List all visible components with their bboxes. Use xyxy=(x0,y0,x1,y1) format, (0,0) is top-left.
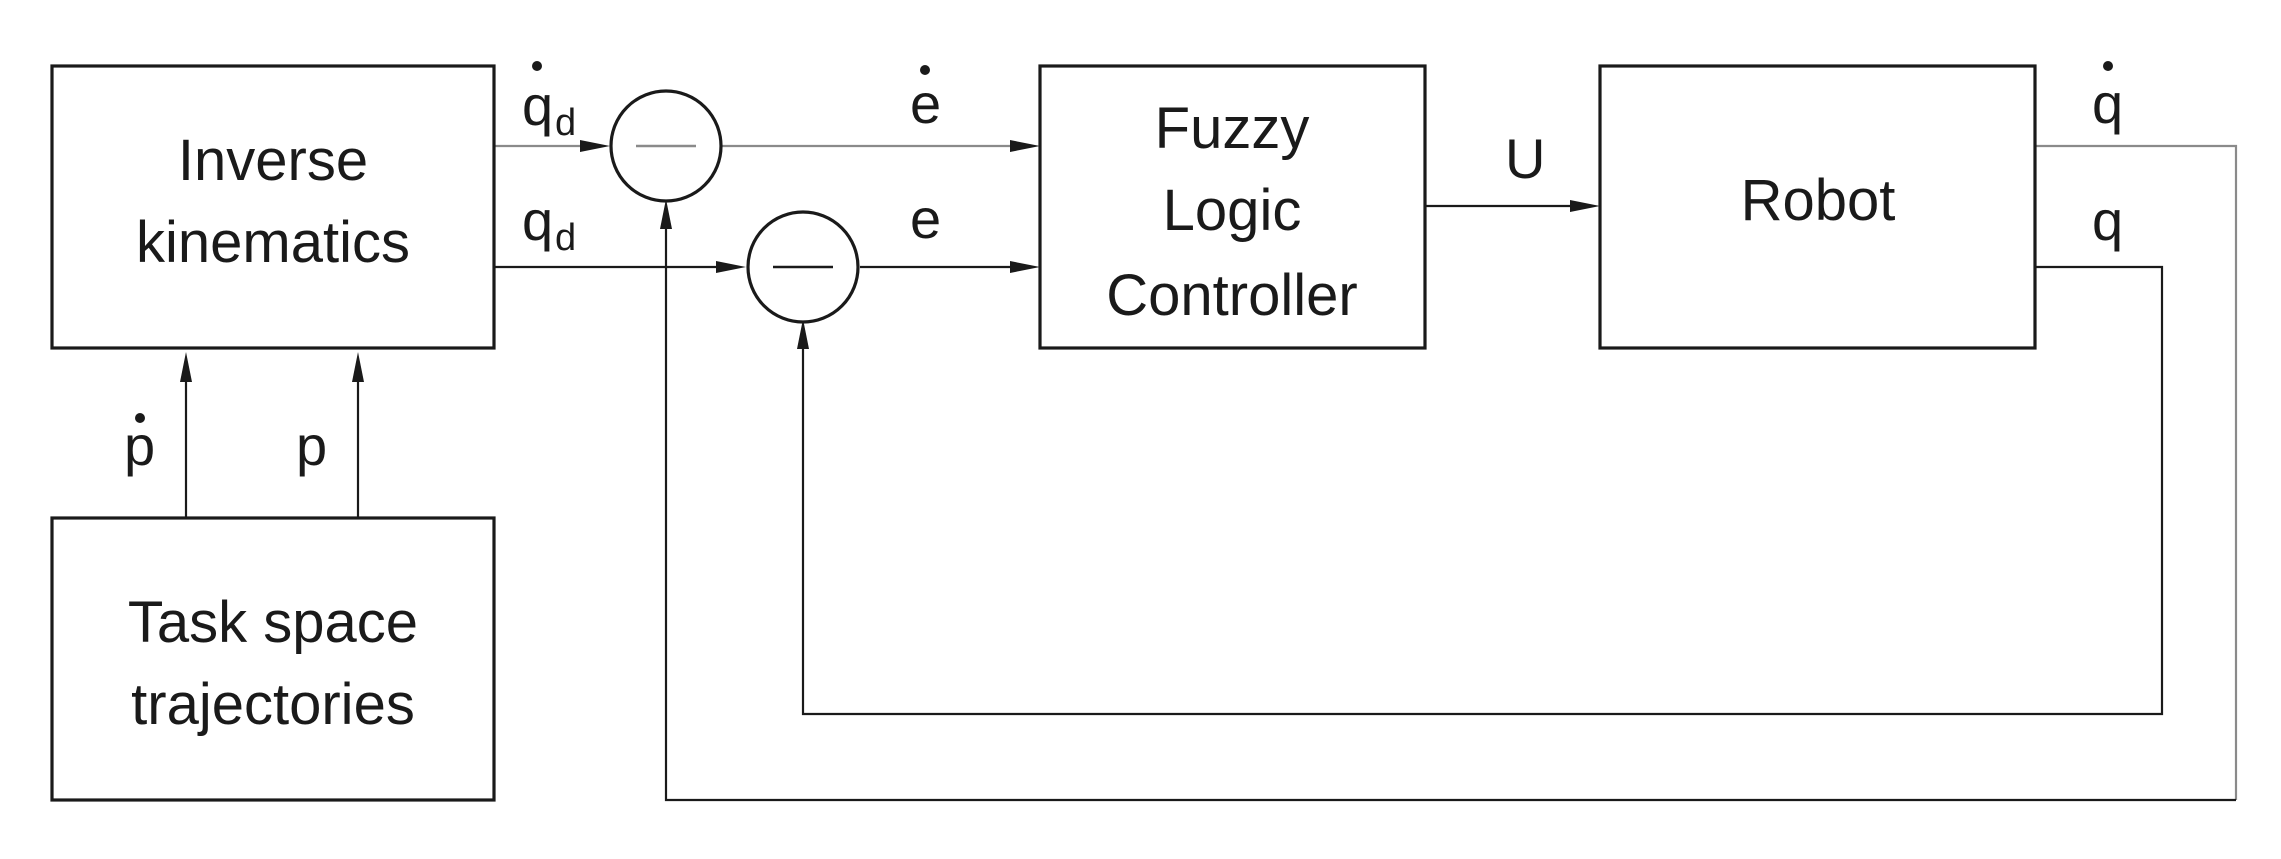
qd-dot-subscript: d xyxy=(555,102,576,144)
q-feedback-arrowhead xyxy=(797,319,809,349)
e-dot-label: e xyxy=(910,65,941,135)
e-symbol: e xyxy=(910,187,941,250)
position-summing-junction xyxy=(746,210,860,324)
task-space-label-line1: Task space xyxy=(128,590,418,655)
p-dot-derivative-dot xyxy=(135,413,145,423)
e-label: e xyxy=(910,187,941,250)
qd-dot-arrowhead xyxy=(580,140,610,152)
qd-subscript: d xyxy=(555,217,576,259)
u-label: U xyxy=(1505,127,1545,190)
p-arrowhead xyxy=(352,352,364,382)
robot-block: Robot xyxy=(1598,64,2037,350)
p-dot-arrowhead xyxy=(180,352,192,382)
inverse-kinematics-block: Inverse kinematics xyxy=(50,64,496,350)
fuzzy-logic-controller-block: Fuzzy Logic Controller xyxy=(1038,64,1427,350)
q-feedback-path xyxy=(801,265,2164,716)
qd-label: q d xyxy=(522,189,576,259)
e-dot-arrowhead xyxy=(1010,140,1040,152)
e-dot-derivative-dot xyxy=(920,65,930,75)
e-dot-symbol: e xyxy=(910,72,941,135)
qd-dot-label: q d xyxy=(522,61,576,144)
p-dot-symbol: p xyxy=(124,414,155,477)
task-space-label-line2: trajectories xyxy=(131,672,415,737)
q-dot-symbol: q xyxy=(2092,72,2123,135)
e-arrowhead xyxy=(1010,261,1040,273)
u-symbol: U xyxy=(1505,127,1545,190)
fuzzy-label-line1: Fuzzy xyxy=(1155,96,1310,161)
q-dot-feedback-path xyxy=(664,215,2236,802)
p-dot-label: p xyxy=(124,413,155,477)
q-label: q xyxy=(2092,189,2123,252)
qd-dot-symbol: q xyxy=(522,74,553,137)
qd-symbol: q xyxy=(522,189,553,252)
q-dot-output-connector xyxy=(2035,144,2238,800)
q-dot-feedback-arrowhead xyxy=(660,199,672,229)
fuzzy-label-line2: Logic xyxy=(1163,178,1302,243)
inverse-kinematics-label-line2: kinematics xyxy=(136,210,410,275)
q-dot-label: q xyxy=(2092,61,2123,135)
q-dot-derivative-dot xyxy=(2103,61,2113,71)
fuzzy-label-line3: Controller xyxy=(1106,263,1357,328)
q-symbol: q xyxy=(2092,189,2123,252)
u-arrowhead xyxy=(1570,200,1600,212)
p-label: p xyxy=(296,414,327,477)
robot-label: Robot xyxy=(1741,168,1896,233)
velocity-summing-junction xyxy=(609,89,723,203)
inverse-kinematics-label-line1: Inverse xyxy=(178,128,368,193)
qd-dot-derivative-dot xyxy=(532,61,542,71)
task-space-trajectories-block: Task space trajectories xyxy=(50,516,496,802)
qd-arrowhead xyxy=(716,261,746,273)
p-symbol: p xyxy=(296,414,327,477)
